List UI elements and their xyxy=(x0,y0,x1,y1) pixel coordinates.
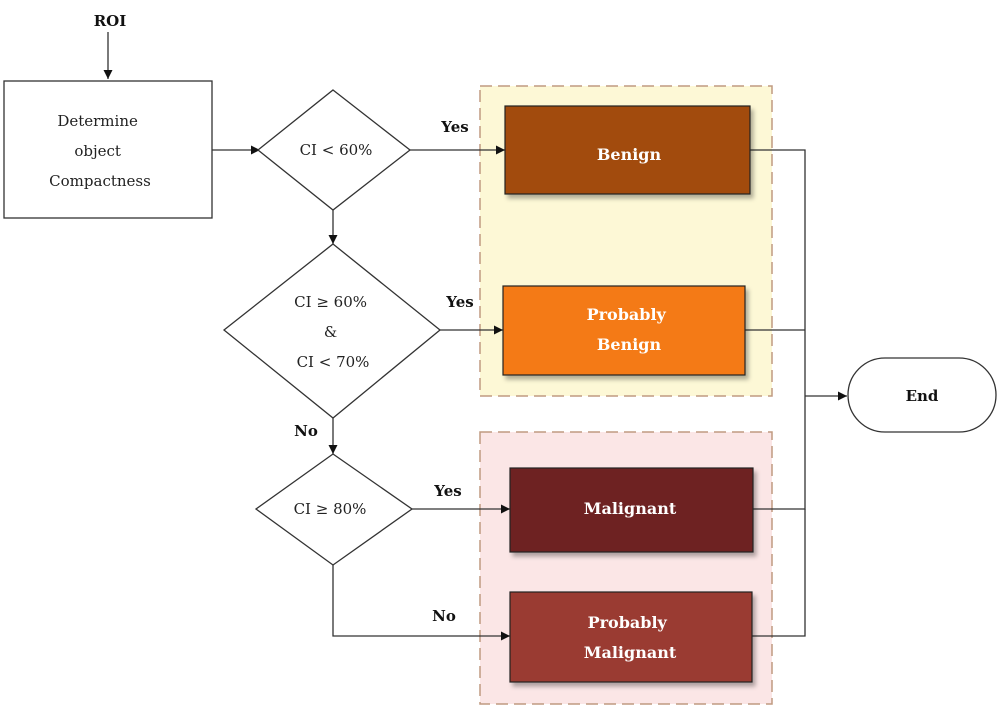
roi-label: ROI xyxy=(94,12,127,30)
decision-1-label: CI < 60% xyxy=(300,141,373,159)
process-label: Determine object Compactness xyxy=(49,112,151,190)
edge-label-no-2: No xyxy=(294,422,318,440)
probably-benign-box xyxy=(502,285,746,376)
edge-d3-to-probably-malignant xyxy=(332,565,510,641)
edges xyxy=(103,32,847,641)
decision-ci-below-60 xyxy=(256,89,412,211)
malignant-box xyxy=(509,467,754,553)
decision-3-label: CI ≥ 80% xyxy=(294,500,367,518)
decision-ci-80 xyxy=(254,453,414,566)
probably-malignant-label: Probably Malignant xyxy=(584,613,677,662)
benign-box xyxy=(504,105,751,195)
probably-benign-label: Probably Benign xyxy=(587,305,672,354)
edge-probably-malignant-to-end xyxy=(752,509,806,637)
decision-2-label: CI ≥ 60% & CI < 70% xyxy=(294,293,372,371)
edge-label-yes-1: Yes xyxy=(440,118,468,136)
edge-label-yes-3: Yes xyxy=(433,482,461,500)
malignant-label: Malignant xyxy=(584,499,677,518)
probably-malignant-box xyxy=(509,591,753,683)
edge-label-yes-2: Yes xyxy=(445,293,473,311)
end-terminal xyxy=(847,357,997,433)
benign-label: Benign xyxy=(597,145,662,164)
process-box xyxy=(3,80,213,219)
end-label: End xyxy=(906,387,939,405)
edge-benign-to-end xyxy=(750,149,806,396)
decision-ci-60-to-70 xyxy=(222,243,442,419)
edge-label-no-3: No xyxy=(432,607,456,625)
